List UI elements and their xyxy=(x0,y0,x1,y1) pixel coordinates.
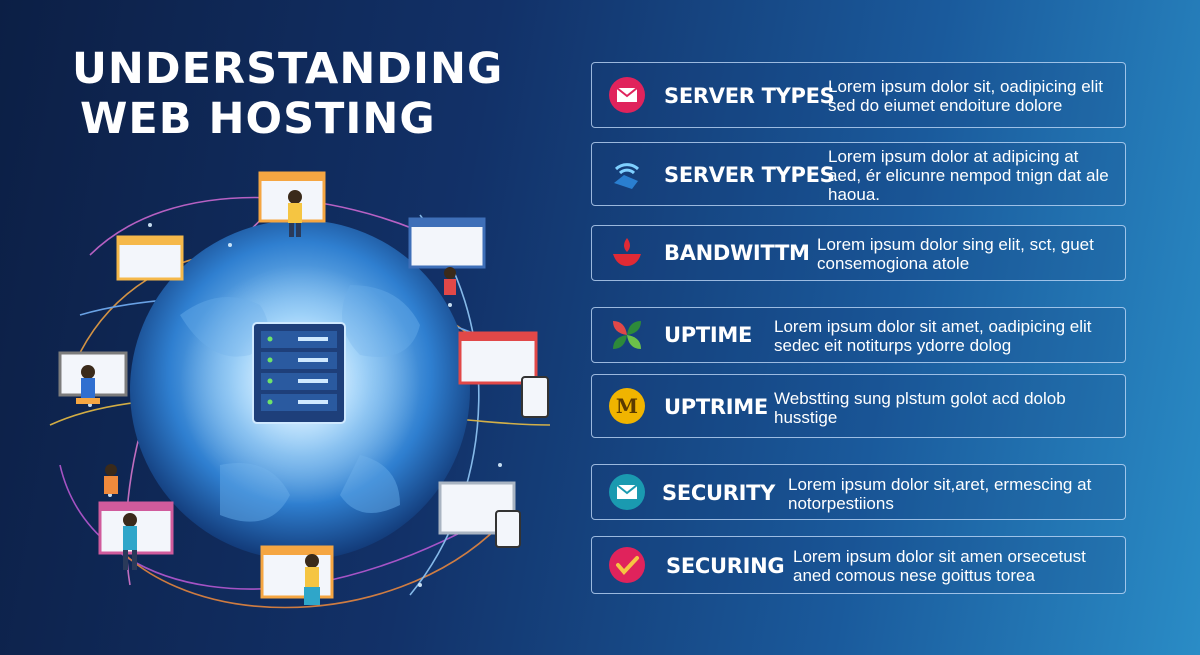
four-petal-icon xyxy=(608,316,646,354)
card-desc-line: haoua. xyxy=(828,185,880,204)
card-description: Lorem ipsum dolor sit,aret, ermescing at… xyxy=(788,475,1123,513)
card-desc-line: Lorem ipsum dolor sit amen orsecetust xyxy=(793,547,1086,566)
card-desc-line: consemogiona atole xyxy=(817,254,970,273)
network-globe-graphic xyxy=(49,171,551,609)
feature-cards: SERVER TYPES Lorem ipsum dolor sit, oadi… xyxy=(591,62,1128,594)
card-desc-line: Lorem ipsum dolor sit, oadipicing elit xyxy=(828,77,1103,96)
card-title: SERVER TYPES xyxy=(664,84,835,108)
card-title: SERVER TYPES xyxy=(664,163,835,187)
card-title: BANDWITTM xyxy=(664,241,810,265)
card-desc-line: aed, ér elicunre nempod tnign dat ale xyxy=(828,166,1109,185)
card-desc-line: Lorem ipsum dolor at adipicing at xyxy=(828,147,1079,166)
card-description: Lorem ipsum dolor sing elit, sct, guet c… xyxy=(817,235,1122,273)
card-desc-line: husstige xyxy=(774,408,838,427)
envelope-icon xyxy=(608,76,646,114)
feature-card-security: SECURITY Lorem ipsum dolor sit,aret, erm… xyxy=(591,464,1126,520)
title-line-2: WEB HOSTING xyxy=(80,94,436,144)
card-desc-line: sed do eiumet endoiture dolore xyxy=(828,96,1063,115)
feature-card-uptime: UPTIME Lorem ipsum dolor sit amet, oadip… xyxy=(591,307,1126,363)
feature-card-bandwidth: BANDWITTM Lorem ipsum dolor sing elit, s… xyxy=(591,225,1126,281)
feature-card-server-types-1: SERVER TYPES Lorem ipsum dolor sit, oadi… xyxy=(591,62,1126,128)
card-title: UPTRIME xyxy=(664,395,768,419)
server-rack-icon xyxy=(252,322,346,424)
svg-text:M: M xyxy=(616,394,638,418)
feature-card-securing: SECURING Lorem ipsum dolor sit amen orse… xyxy=(591,536,1126,594)
card-desc-line: Lorem ipsum dolor sing elit, sct, guet xyxy=(817,235,1094,254)
wifi-hand-icon xyxy=(608,155,646,193)
card-desc-line: aned comous nese goittus torea xyxy=(793,566,1035,585)
card-desc-line: Lorem ipsum dolor sit amet, oadipicing e… xyxy=(774,317,1092,336)
flame-bowl-icon xyxy=(608,234,646,272)
m-badge-icon: M xyxy=(608,387,646,425)
card-description: Webstting sung plstum golot acd dolob hu… xyxy=(774,389,1119,427)
page-title: UNDERSTANDING WEB HOSTING xyxy=(72,44,503,144)
card-desc-line: sedec eit notiturps ydorre dolog xyxy=(774,336,1012,355)
card-title: UPTIME xyxy=(664,323,753,347)
hosting-illustration xyxy=(30,165,570,655)
mail-bubble-icon xyxy=(608,473,646,511)
card-description: Lorem ipsum dolor sit, oadipicing elit s… xyxy=(828,77,1123,115)
feature-card-uptrime: M UPTRIME Webstting sung plstum golot ac… xyxy=(591,374,1126,438)
checkmark-icon xyxy=(608,546,646,584)
card-desc-line: notorpestiions xyxy=(788,494,894,513)
person-icon xyxy=(76,190,456,605)
title-line-1: UNDERSTANDING xyxy=(72,44,504,94)
card-desc-line: Webstting sung plstum golot acd dolob xyxy=(774,389,1066,408)
card-description: Lorem ipsum dolor sit amet, oadipicing e… xyxy=(774,317,1119,355)
card-description: Lorem ipsum dolor at adipicing at aed, é… xyxy=(828,147,1123,204)
feature-card-server-types-2: SERVER TYPES Lorem ipsum dolor at adipic… xyxy=(591,142,1126,206)
card-title: SECURITY xyxy=(662,481,776,505)
card-description: Lorem ipsum dolor sit amen orsecetust an… xyxy=(793,547,1123,585)
card-desc-line: Lorem ipsum dolor sit,aret, ermescing at xyxy=(788,475,1092,494)
card-title: SECURING xyxy=(666,554,785,578)
